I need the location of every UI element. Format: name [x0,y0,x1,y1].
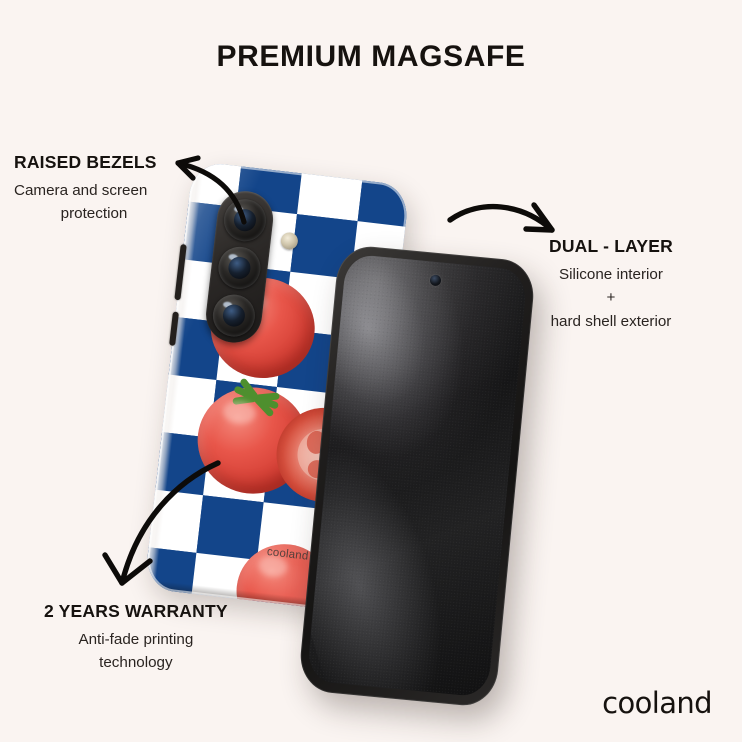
callout-line: Camera and screen [14,181,148,199]
page-title: PREMIUM MAGSAFE [216,40,526,73]
curved-arrow-down-icon [102,460,221,586]
callout-heading: RAISED BEZELS [14,152,157,172]
callout-line: Anti-fade printing [78,630,194,648]
callout-dual-layer: DUAL - LAYER Silicone interior + hard sh… [549,236,673,334]
callout-line: protection [60,205,128,223]
callout-line: hard shell exterior [550,313,672,330]
front-phone-case [297,243,537,709]
callout-warranty: 2 YEARS WARRANTY Anti-fade printing tech… [44,601,228,675]
callout-line: + [606,289,616,307]
camera-lens-icon [216,244,263,292]
phone-screen [306,253,528,698]
callout-line: Silicone interior [559,265,663,283]
punch-hole-camera-icon [429,274,442,287]
tomato-stem-icon [231,376,285,418]
callout-line: technology [99,654,173,672]
camera-lens-icon [210,292,258,339]
callout-raised-bezels: RAISED BEZELS Camera and screen protecti… [14,152,174,226]
callout-heading: DUAL - LAYER [549,236,673,256]
curved-arrow-left-icon [175,155,247,225]
callout-heading: 2 YEARS WARRANTY [44,601,228,621]
curved-arrow-right-icon [447,202,555,233]
brand-logo: cooland [602,686,712,720]
